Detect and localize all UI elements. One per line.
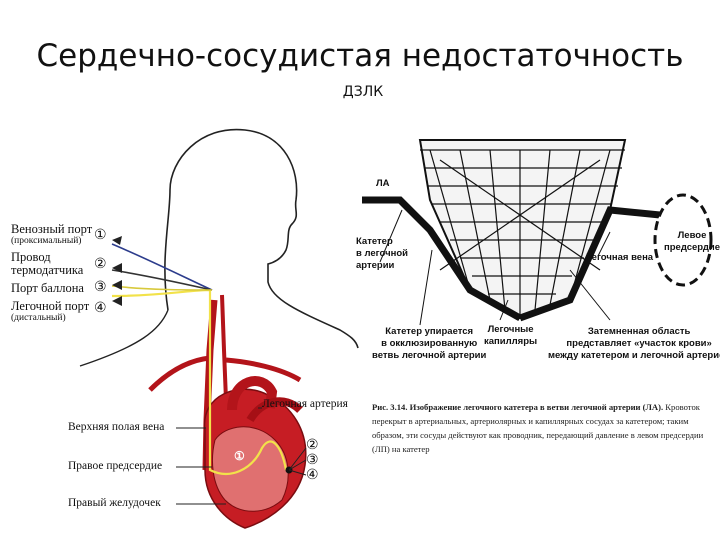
catheter-blue	[111, 243, 213, 291]
page-subtitle: ДЗЛК	[342, 84, 384, 100]
label-svc: Верхняя полая вена	[68, 421, 165, 433]
catheter-yellow	[111, 288, 288, 475]
label-pulmonary-vein: Легочная вена	[585, 252, 654, 263]
port-num-2: ②	[94, 257, 107, 272]
figure-caption: Рис. 3.14. Изображение легочного катетер…	[372, 400, 712, 456]
caption-text: Кровоток перекрыт в артериальных, артери…	[372, 402, 704, 454]
body-outline	[164, 128, 359, 349]
port-num-4: ④	[94, 301, 107, 316]
caption-bold: Рис. 3.14. Изображение легочного катетер…	[372, 402, 664, 412]
catheter-dark	[111, 269, 213, 291]
heart-num-3: ③	[306, 453, 319, 468]
label-right-ventricle: Правый желудочек	[68, 497, 161, 509]
arrow-1	[112, 236, 122, 245]
label-la: ЛА	[376, 178, 390, 189]
label-capillaries: Легочные капилляры	[484, 324, 538, 347]
body-outline-lower	[79, 309, 169, 367]
heart-inner	[211, 426, 289, 512]
port-num-3: ③	[94, 280, 107, 295]
arrow-3	[112, 280, 122, 290]
port-sub-venous: (проксимальный)	[11, 236, 82, 246]
label-catheter-in-pa: Катетер в легочной артерии	[356, 236, 408, 271]
port-num-1: ①	[94, 228, 107, 243]
arrow-2	[112, 263, 122, 273]
heart-num-1: ①	[234, 449, 245, 463]
subclavian	[148, 355, 211, 392]
heart-num-4: ④	[306, 468, 319, 483]
port-sub-thermistor: термодатчика	[11, 263, 84, 277]
label-wedged-catheter: Катетер упирается в окклюзированную ветв…	[372, 326, 487, 361]
label-pulmonary-artery: Легочная артерия	[262, 398, 348, 410]
carotid	[220, 294, 228, 401]
heart-num-2: ②	[306, 438, 319, 453]
pulmonary-trunk	[246, 397, 303, 423]
subclavian-right	[225, 357, 302, 383]
pulmonary-wedge-diagram	[362, 132, 713, 380]
label-shaded-area: Затемненная область представляет «участо…	[548, 326, 720, 361]
port-label-pulmonary: Легочной порт	[11, 299, 90, 313]
label-left-atrium: Левое предсердие	[664, 230, 720, 253]
aortic-arch	[227, 376, 278, 411]
port-label-venous: Венозный порт	[11, 222, 93, 236]
catheter-yellow-port	[111, 285, 213, 291]
page-title: Сердечно-сосудистая недостаточность	[36, 38, 684, 74]
port-sub-pulmonary: (дистальный)	[11, 313, 66, 323]
label-right-atrium: Правое предсердие	[68, 460, 163, 472]
port-label-balloon: Порт баллона	[11, 281, 84, 295]
port-label-thermistor: Провод	[11, 250, 51, 264]
arrow-4	[112, 296, 122, 306]
